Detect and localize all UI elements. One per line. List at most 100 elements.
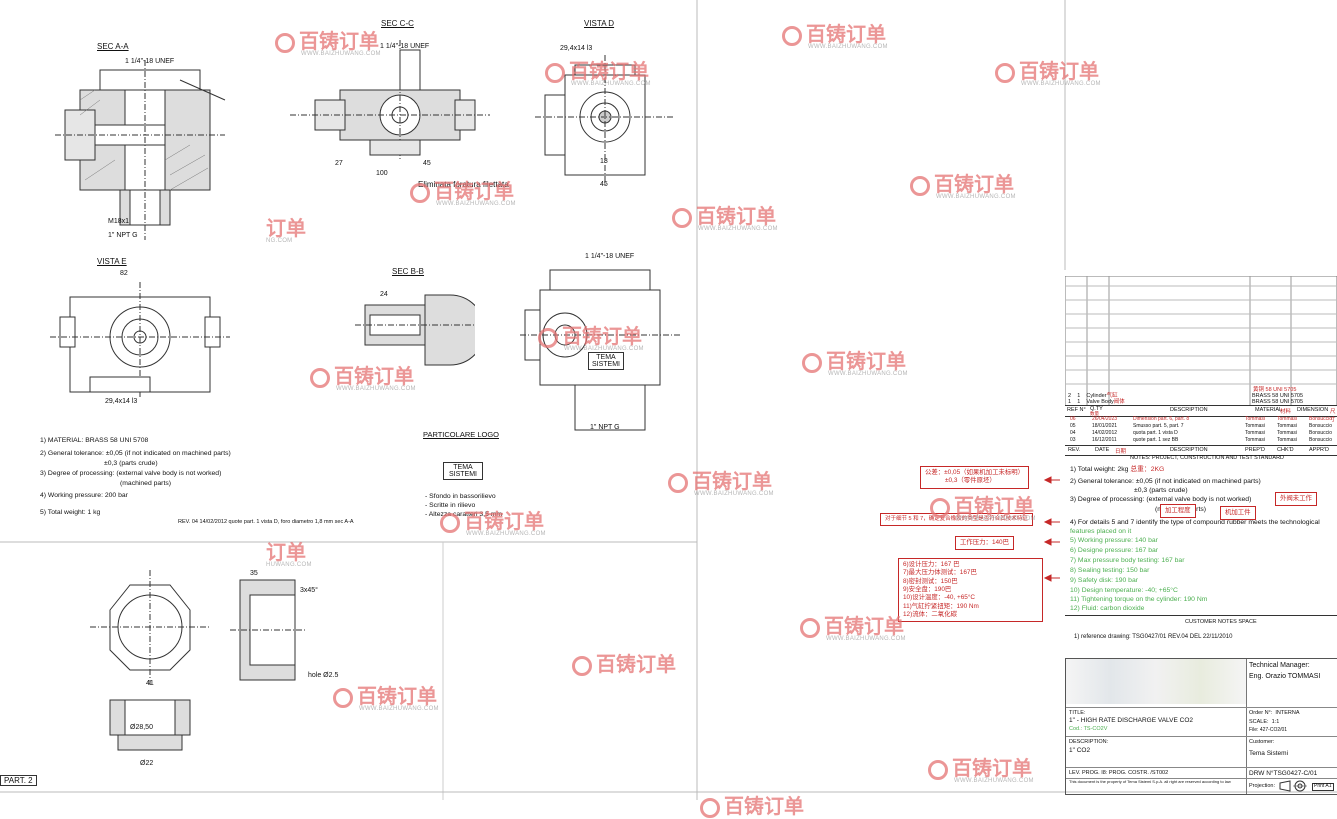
left-note-2b: ±0,3 (parts crude) (104, 460, 158, 467)
left-note-3: 3) Degree of processing: (external valve… (40, 470, 222, 477)
description-label: DESCRIPTION: (1069, 739, 1109, 745)
watermark-logo-icon (995, 62, 1015, 83)
watermark-logo-icon (310, 367, 330, 388)
cod-value: Cod.: TS-CO2V (1069, 726, 1108, 732)
rev-row-03: 03 16/12/2011 quote part. 1 sez BB Tomma… (1070, 437, 1333, 443)
annotation-proc-right: 外阀未工作 (1275, 492, 1317, 507)
bom-material-cn: 黄铜 58 UNI 5705 (1253, 387, 1297, 393)
bom-header: REF N° Q.TY 数量 DESCRIPTION MATERIAL 材料 D… (1065, 405, 1337, 423)
left-note-4: 4) Working pressure: 200 bar (40, 492, 128, 499)
title-value: 1" - HIGH RATE DISCHARGE VALVE CO2 (1069, 717, 1194, 724)
customer-value: Tema Sistemi (1249, 750, 1289, 757)
right-note-2b: ±0,3 (parts crude) (1134, 487, 1188, 494)
dim-2944-d: 29,4x14 l3 (560, 45, 593, 52)
rev-row-05: 05 18/01/2021 Smusso part. 5, part. 7 To… (1070, 423, 1333, 429)
watermark-logo-icon (333, 687, 353, 708)
dim-100: 100 (376, 170, 388, 177)
dim-npt-a: 1" NPT G (108, 232, 138, 239)
section-title-vista-e: VISTA E (97, 257, 127, 266)
right-note-12: 12) Fluid: carbon dioxide (1070, 605, 1145, 612)
left-note-3b: (machined parts) (120, 480, 171, 487)
dim-unef-a: 1 1/4"-18 UNEF (125, 58, 175, 65)
annotation-tolerance: 公差：±0,05（如果机加工未标明） ±0,3（零件原坯） (920, 466, 1030, 489)
watermark-logo-icon (700, 797, 720, 818)
vista-d-drawing (535, 55, 675, 185)
watermark-logo-icon (930, 497, 950, 518)
rev-line: REV. 04 14/02/2012 quote part. 1 vista D… (178, 519, 354, 525)
rev-row-06: 06 26/04/2023 Dimension part. 6, part. 8… (1070, 416, 1333, 422)
dim-45-d: 45 (600, 181, 608, 188)
watermark-logo-icon (545, 62, 565, 83)
print-size: Print A1 (1312, 783, 1334, 791)
watermark-logo-icon (668, 472, 688, 493)
bom-material-1: BRASS 58 UNI 5705 (1252, 399, 1304, 405)
left-note-1: 1) MATERIAL: BRASS 58 UNI 5708 (40, 437, 149, 444)
vista-e-drawing (50, 282, 230, 397)
watermark-logo-icon (910, 175, 930, 196)
dim-npt-e: 1" NPT G (590, 424, 620, 431)
right-note-8: 8) Sealing testing: 150 bar (1070, 567, 1150, 574)
drawing-number: DRW N°TSG0427-C/01 (1249, 770, 1318, 777)
dim-unef-c: 1 1/4"-18 UNEF (380, 43, 430, 50)
dim-2944-e: 29,4x14 l3 (105, 398, 138, 405)
right-note-2: 2) General tolerance: ±0,05 (if not indi… (1070, 478, 1261, 485)
dim-41: 41 (146, 680, 154, 687)
notes-title: NOTES: PROJECT, CONSTRUCTION AND TEST ST… (1130, 455, 1285, 461)
order-field: Order N°: INTERNA (1249, 710, 1300, 716)
watermark-logo-icon (538, 327, 558, 348)
tech-manager-name: Eng. Orazio TOMMASI (1249, 673, 1321, 680)
reference-drawing: 1) reference drawing: TSG0427/01 REV.04 … (1074, 634, 1233, 640)
watermark-logo-icon (572, 655, 592, 676)
right-note-1: 1) Total weight: 2kg 总重：2KG (1070, 466, 1165, 473)
right-note-3: 3) Degree of processing: (external valve… (1070, 496, 1252, 503)
dim-82: 82 (120, 270, 128, 277)
dim-hole: hole Ø2.5 (308, 672, 339, 679)
right-note-4b: features placed on it (1070, 528, 1132, 535)
bom-item-2: 2 1 Cylinder气缸 (1068, 393, 1118, 399)
section-title-bb: SEC B-B (392, 267, 425, 276)
section-title-vista-d: VISTA D (584, 19, 615, 28)
right-note-7: 7) Max pressure body testing: 167 bar (1070, 557, 1185, 564)
annotation-arrows (1043, 476, 1060, 582)
left-note-5: 5) Total weight: 1 kg (40, 509, 101, 516)
dim-2850: Ø28,50 (130, 724, 153, 731)
part2-label: PART. 2 (0, 775, 37, 786)
title-label: TITLE: (1069, 710, 1086, 716)
section-title-logo: PARTICOLARE LOGO (423, 430, 499, 439)
sec-cc-drawing (290, 40, 490, 160)
dim-35: 35 (250, 570, 258, 577)
watermark-logo-icon (440, 512, 460, 533)
annotation-list: 6)设计压力：167 巴 7)最大压力体测试：167巴 8)密封测试：150巴 … (898, 558, 1043, 623)
watermark-logo-icon (928, 759, 948, 780)
description-value: 1" CO2 (1069, 747, 1091, 754)
customer-label: Customer: (1249, 739, 1275, 745)
rev-row-04: 04 14/02/2012 quota part. 1 vista D Tomm… (1070, 430, 1333, 436)
watermark-logo-icon (275, 32, 295, 53)
lev-prog: LEV. PROG. I8: PROG. COSTR. /ST002 (1069, 770, 1169, 776)
dim-unef-d: 1 1/4"-18 UNEF (585, 253, 635, 260)
scale-field: SCALE: 1:1 (1249, 719, 1280, 725)
part2-drawing (90, 570, 305, 751)
watermark-logo-icon (782, 25, 802, 46)
bom-material-2: BRASS 58 UNI 5705 (1252, 393, 1304, 399)
sec-aa-drawing (55, 60, 226, 240)
dim-3x45: 3x45° (300, 587, 318, 594)
annotation-proc-left: 加工程度 (1160, 504, 1196, 519)
dim-24: 24 (380, 291, 388, 298)
blurred-logo (1066, 659, 1246, 704)
right-note-11: 11) Tightening torque on the cylinder: 1… (1070, 596, 1208, 603)
right-note-9: 9) Safety disk: 190 bar (1070, 577, 1139, 584)
